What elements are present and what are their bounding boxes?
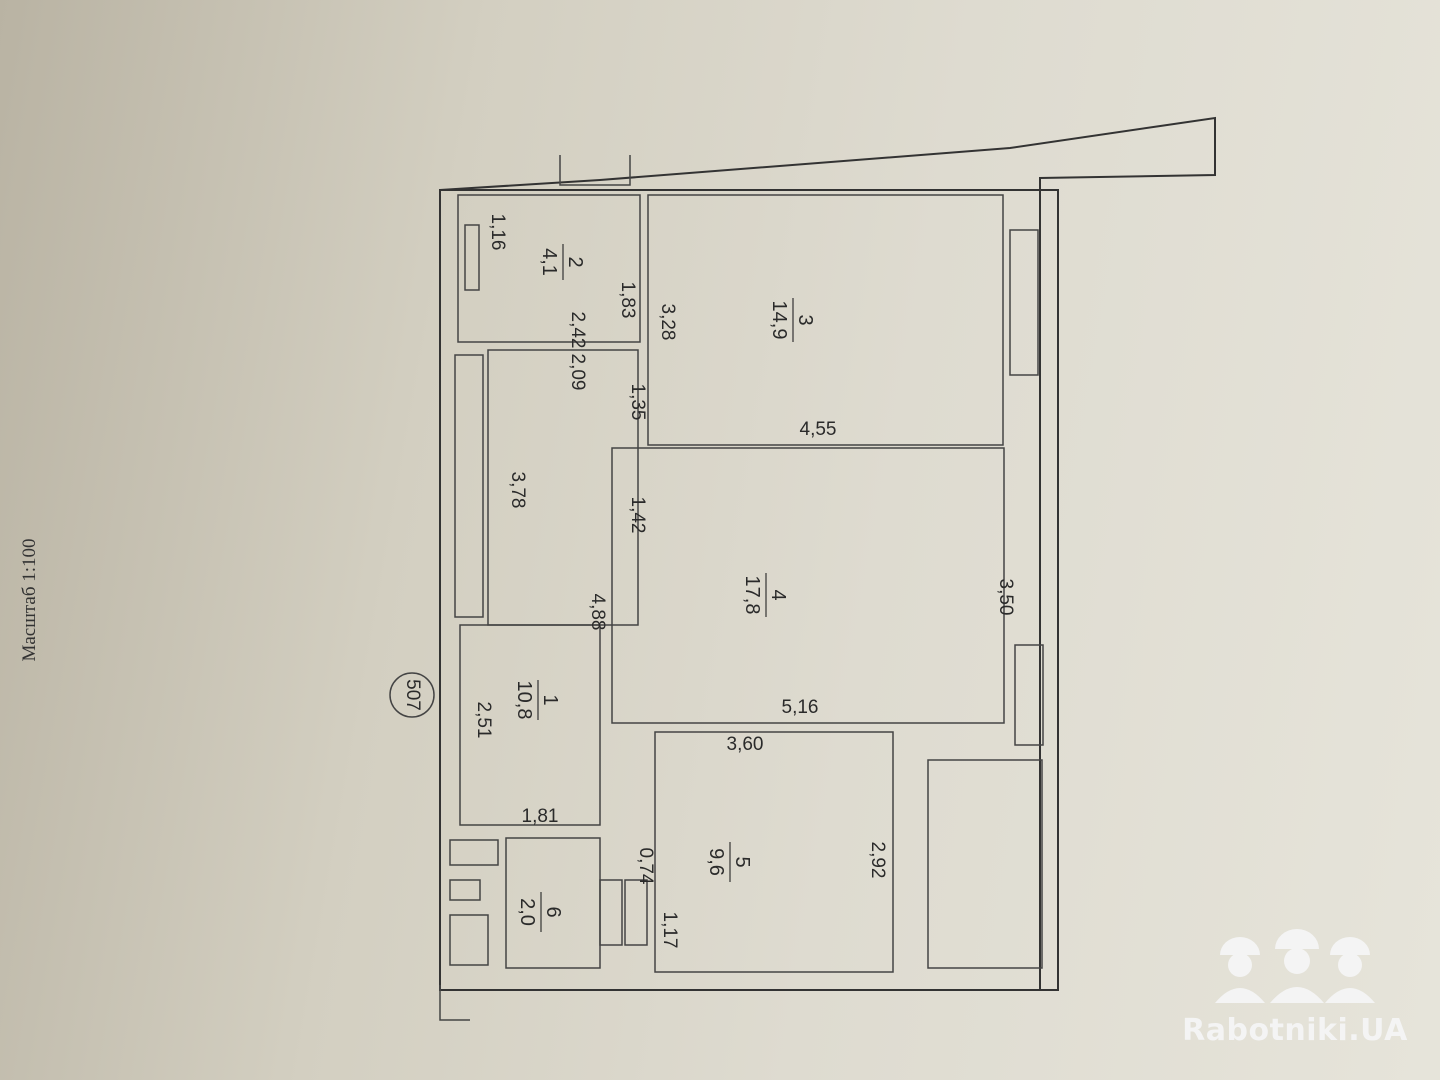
three-workers-hardhat-icon: [1215, 929, 1375, 1003]
dim-label: 3,28: [657, 304, 678, 341]
room-6-label: 6 2,0: [516, 892, 564, 932]
room-2-area: 4,1: [538, 248, 560, 276]
room-1-number: 1: [539, 694, 561, 705]
dim-label: 3,60: [727, 734, 764, 755]
fixture-2: [449, 879, 481, 901]
unit-number-circle: [389, 672, 435, 718]
dim-label: 0,74: [635, 848, 656, 885]
dim-label: 1,35: [627, 384, 648, 421]
room-2-wall: [457, 194, 641, 343]
room-6-number: 6: [542, 906, 564, 917]
room-3-number: 3: [794, 314, 816, 325]
fixture-radiator: [464, 224, 480, 291]
loggia-wall: [927, 759, 1043, 969]
wardrobe: [454, 354, 484, 618]
room-5-label: 5 9,6: [705, 842, 753, 882]
fixture-bath: [599, 879, 623, 946]
dim-label: 1,42: [627, 497, 648, 534]
dim-label: 3,78: [507, 472, 528, 509]
outer-walls: [439, 116, 1216, 1021]
dim-label: 1,17: [659, 912, 680, 949]
dim-label: 2,92: [867, 842, 888, 879]
room-labels: 1 10,8 2 4,1 3 14,9 4 17,8 5 9,6 6 2,0: [513, 244, 816, 932]
room-4-number: 4: [767, 589, 789, 600]
fixture-1: [449, 839, 499, 866]
watermark: Rabotniki.UA: [1160, 925, 1430, 1055]
room-1-wall: [459, 624, 601, 826]
room-5-wall: [654, 731, 894, 973]
window-3: [1009, 229, 1039, 376]
unit-number: 507: [402, 679, 423, 711]
wall-break-top: [559, 155, 631, 186]
room-2-label: 2 4,1: [538, 244, 586, 280]
room-3-area: 14,9: [768, 301, 790, 340]
dim-label: 2,51: [473, 702, 494, 739]
fixture-sink: [624, 879, 648, 946]
room-6-area: 2,0: [516, 898, 538, 926]
dim-label: 4,88: [587, 594, 608, 631]
dim-label: 2,42: [567, 312, 588, 349]
dim-label: 1,83: [617, 282, 638, 319]
dim-label: 4,55: [800, 419, 837, 440]
dim-label: 5,16: [782, 697, 819, 718]
room-5-area: 9,6: [705, 848, 727, 876]
room-5-number: 5: [731, 856, 753, 867]
wall-break-bottom: [439, 985, 470, 1021]
outer-wall: [439, 189, 1059, 991]
dim-label: 2,09: [567, 354, 588, 391]
window-4: [1014, 644, 1044, 746]
room-walls: [449, 194, 1044, 973]
dimension-labels: 1,16 1,83 2,42 2,09 3,28 1,35 4,55 3,78 …: [473, 214, 1016, 949]
room-1-label: 1 10,8: [513, 680, 561, 720]
room-4-wall: [611, 447, 1005, 724]
room-1-area: 10,8: [513, 681, 535, 720]
room-4-area: 17,8: [741, 576, 763, 615]
dim-label: 3,50: [995, 579, 1016, 616]
dim-label: 1,81: [522, 806, 559, 827]
balcony-wall: [439, 116, 1216, 990]
watermark-text: Rabotniki.UA: [1182, 1013, 1408, 1048]
fixture-3: [449, 914, 489, 966]
room-2-number: 2: [564, 256, 586, 267]
dim-label: 1,16: [487, 214, 508, 251]
room-4-label: 4 17,8: [741, 573, 789, 617]
room-3-label: 3 14,9: [768, 298, 816, 342]
room-3-wall: [647, 194, 1004, 446]
